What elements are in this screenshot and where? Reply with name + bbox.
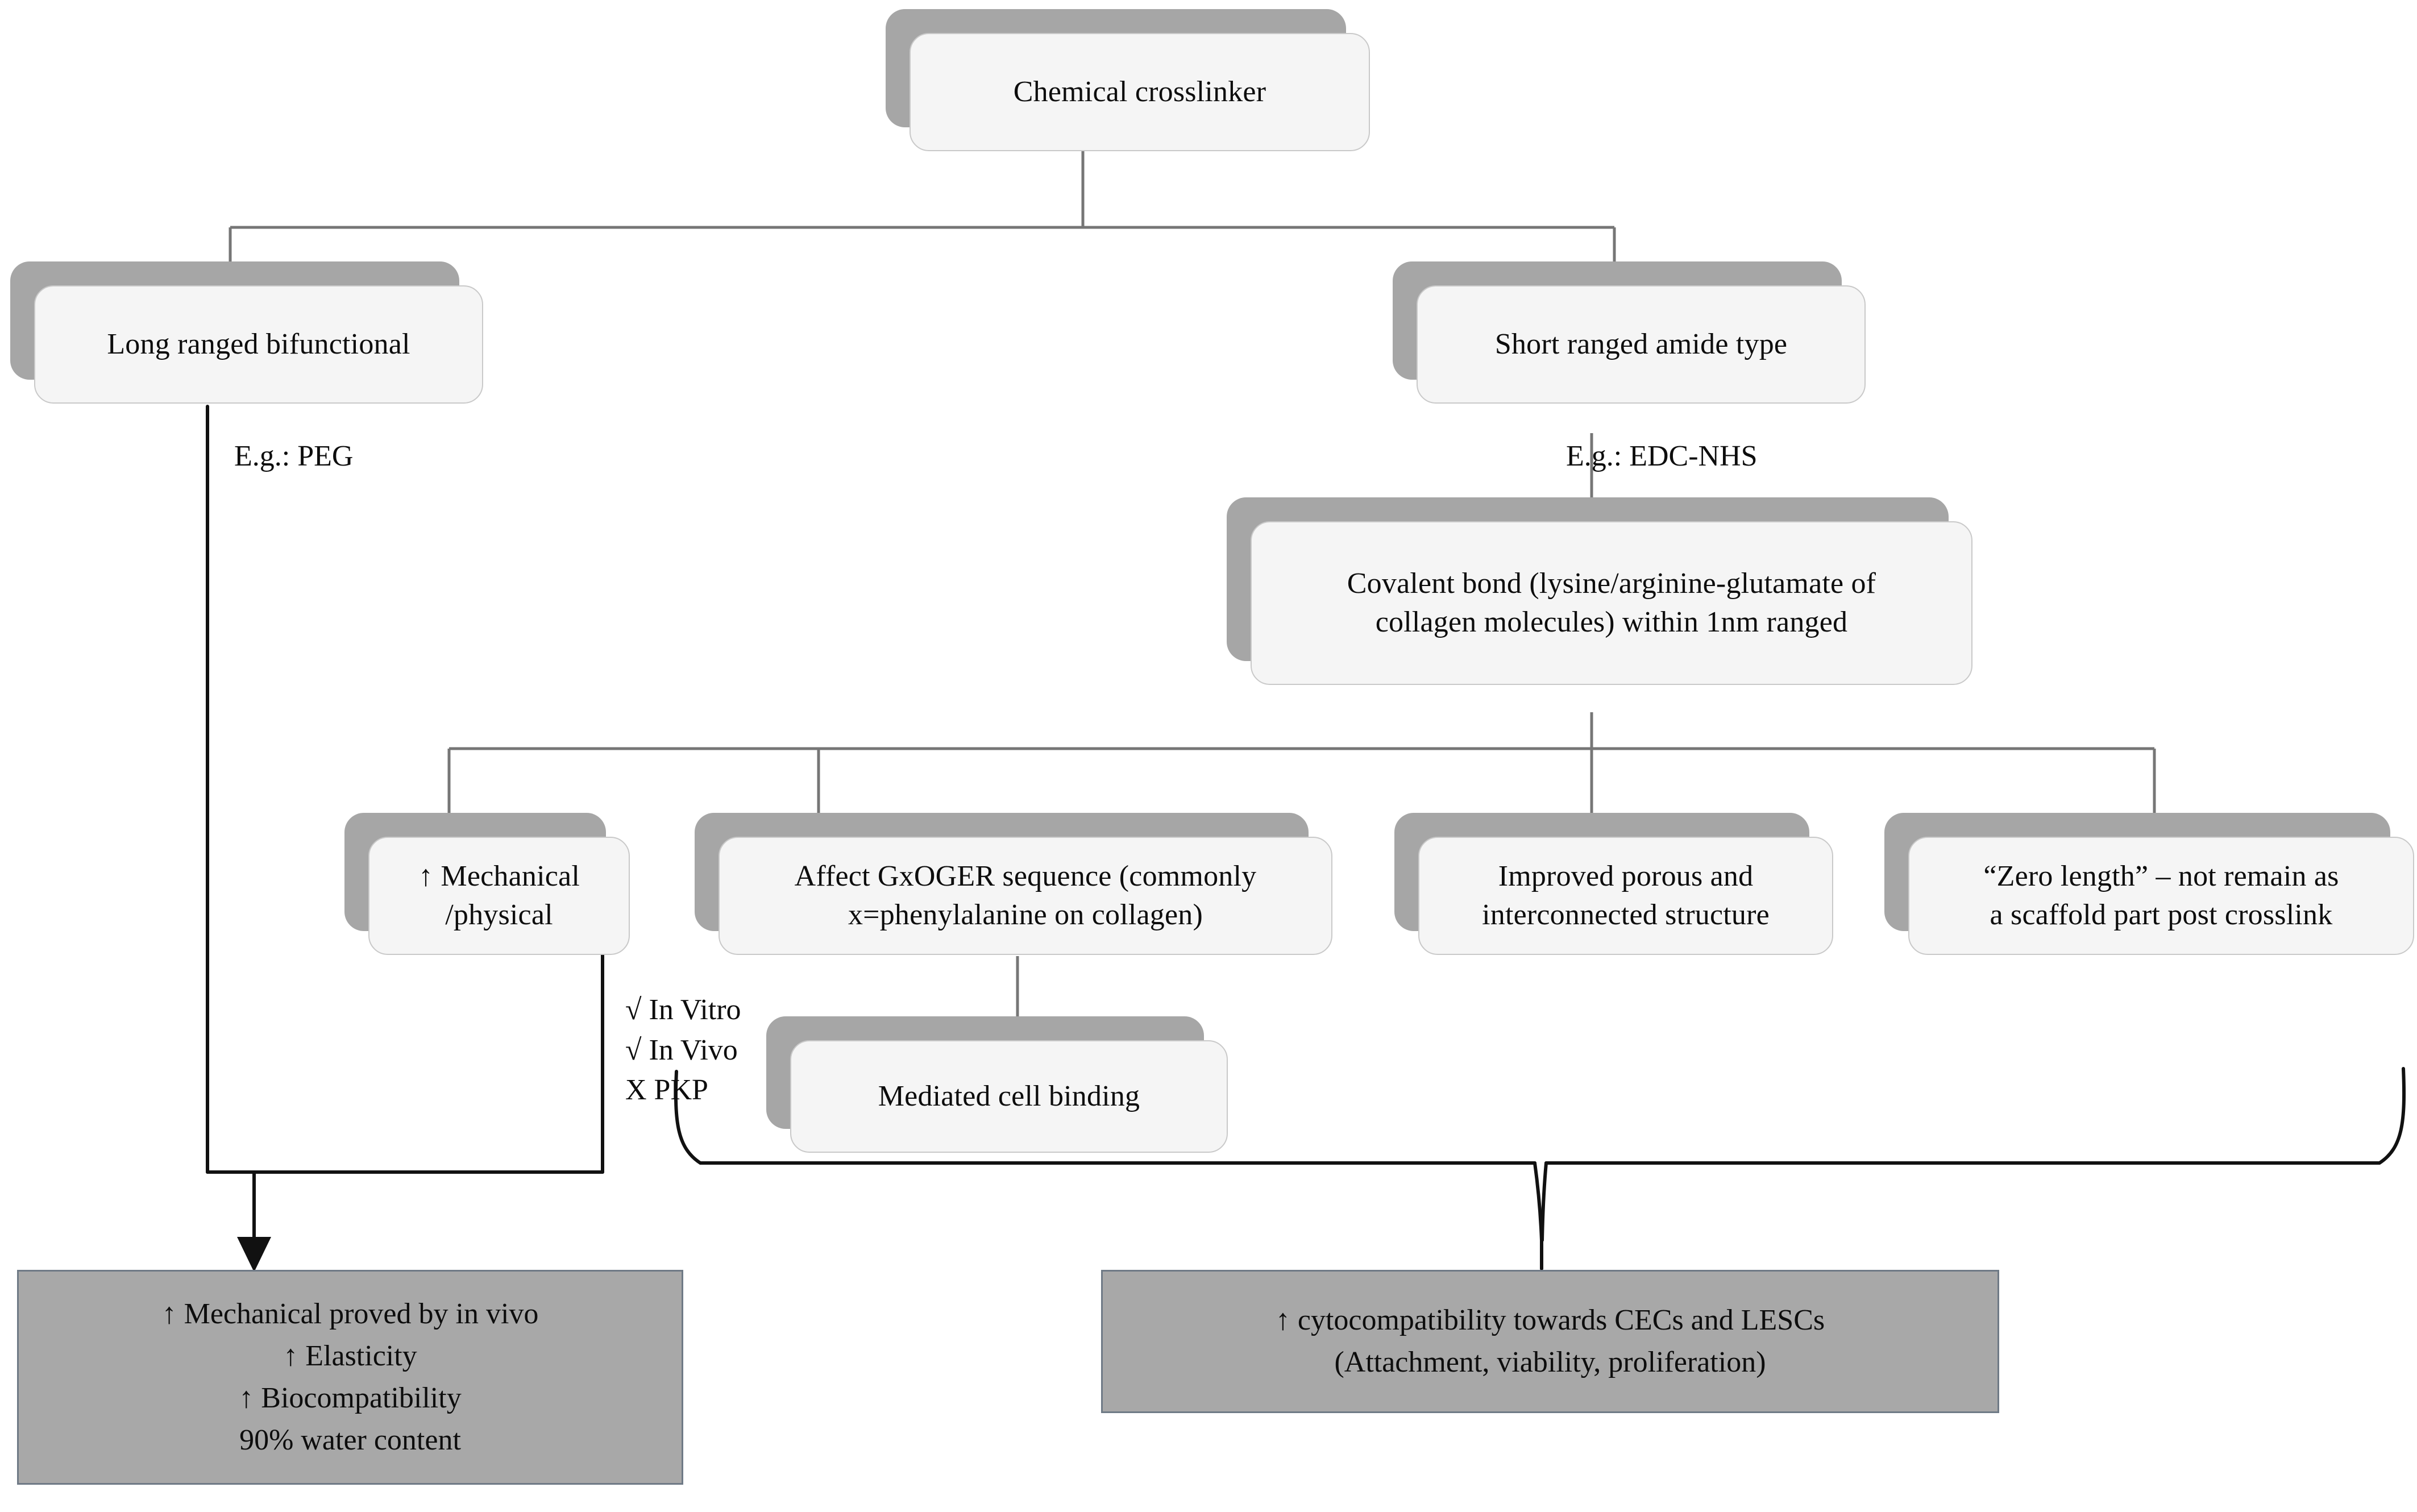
node-long-ranged-bifunctional[interactable]: Long ranged bifunctional xyxy=(10,261,483,404)
node-label: Chemical crosslinker xyxy=(1013,76,1266,109)
node-affect-gxoger-sequence[interactable]: Affect GxOGER sequence (commonly x=pheny… xyxy=(695,813,1332,955)
node-label: “Zero length” – not remain as a scaffold… xyxy=(1983,860,2339,931)
node-mediated-cell-binding[interactable]: Mediated cell binding xyxy=(766,1016,1228,1153)
terminal-label: ↑ Mechanical proved by in vivo ↑ Elastic… xyxy=(161,1298,539,1456)
node-label: Affect GxOGER sequence (commonly x=pheny… xyxy=(794,860,1257,931)
card-face: Covalent bond (lysine/arginine-glutamate… xyxy=(1251,521,1972,685)
card-face: Long ranged bifunctional xyxy=(34,285,483,404)
annotation-evidence-list: √ In Vitro √ In Vivo X PKP xyxy=(625,994,741,1107)
node-short-ranged-amide-type[interactable]: Short ranged amide type xyxy=(1393,261,1866,404)
node-label: Mediated cell binding xyxy=(878,1080,1140,1113)
connector-brace-tip-right xyxy=(1540,1161,1548,1242)
card-face: “Zero length” – not remain as a scaffold… xyxy=(1908,837,2414,955)
node-label: Improved porous and interconnected struc… xyxy=(1482,860,1770,931)
node-label: ↑ Mechanical /physical xyxy=(418,860,580,931)
annotation-eg-peg: E.g.: PEG xyxy=(234,440,354,472)
node-chemical-crosslinker[interactable]: Chemical crosslinker xyxy=(886,9,1370,151)
node-covalent-bond[interactable]: Covalent bond (lysine/arginine-glutamate… xyxy=(1227,497,1972,685)
node-improved-porous-structure[interactable]: Improved porous and interconnected struc… xyxy=(1394,813,1833,955)
card-face: Short ranged amide type xyxy=(1417,285,1866,404)
connector-brace-right-arm xyxy=(1544,1067,2406,1165)
node-mechanical-physical[interactable]: ↑ Mechanical /physical xyxy=(344,813,630,955)
terminal-label: ↑ cytocompatibility towards CECs and LES… xyxy=(1275,1304,1825,1378)
node-label: Covalent bond (lysine/arginine-glutamate… xyxy=(1347,567,1876,638)
annotation-eg-edc-nhs: E.g.: EDC-NHS xyxy=(1566,440,1758,472)
card-face: Improved porous and interconnected struc… xyxy=(1418,837,1833,955)
node-label: Short ranged amide type xyxy=(1494,328,1788,361)
card-face: Mediated cell binding xyxy=(790,1040,1228,1153)
node-label: Long ranged bifunctional xyxy=(107,328,410,361)
terminal-cytocompatibility-outcome[interactable]: ↑ cytocompatibility towards CECs and LES… xyxy=(1101,1270,1999,1413)
node-zero-length[interactable]: “Zero length” – not remain as a scaffold… xyxy=(1884,813,2414,955)
card-face: Chemical crosslinker xyxy=(910,33,1370,151)
card-face: Affect GxOGER sequence (commonly x=pheny… xyxy=(719,837,1332,955)
arrow-head-down xyxy=(237,1237,271,1272)
connector-brace-tip xyxy=(1533,1161,1543,1270)
terminal-mechanical-outcome[interactable]: ↑ Mechanical proved by in vivo ↑ Elastic… xyxy=(17,1270,683,1485)
card-face: ↑ Mechanical /physical xyxy=(368,837,630,955)
